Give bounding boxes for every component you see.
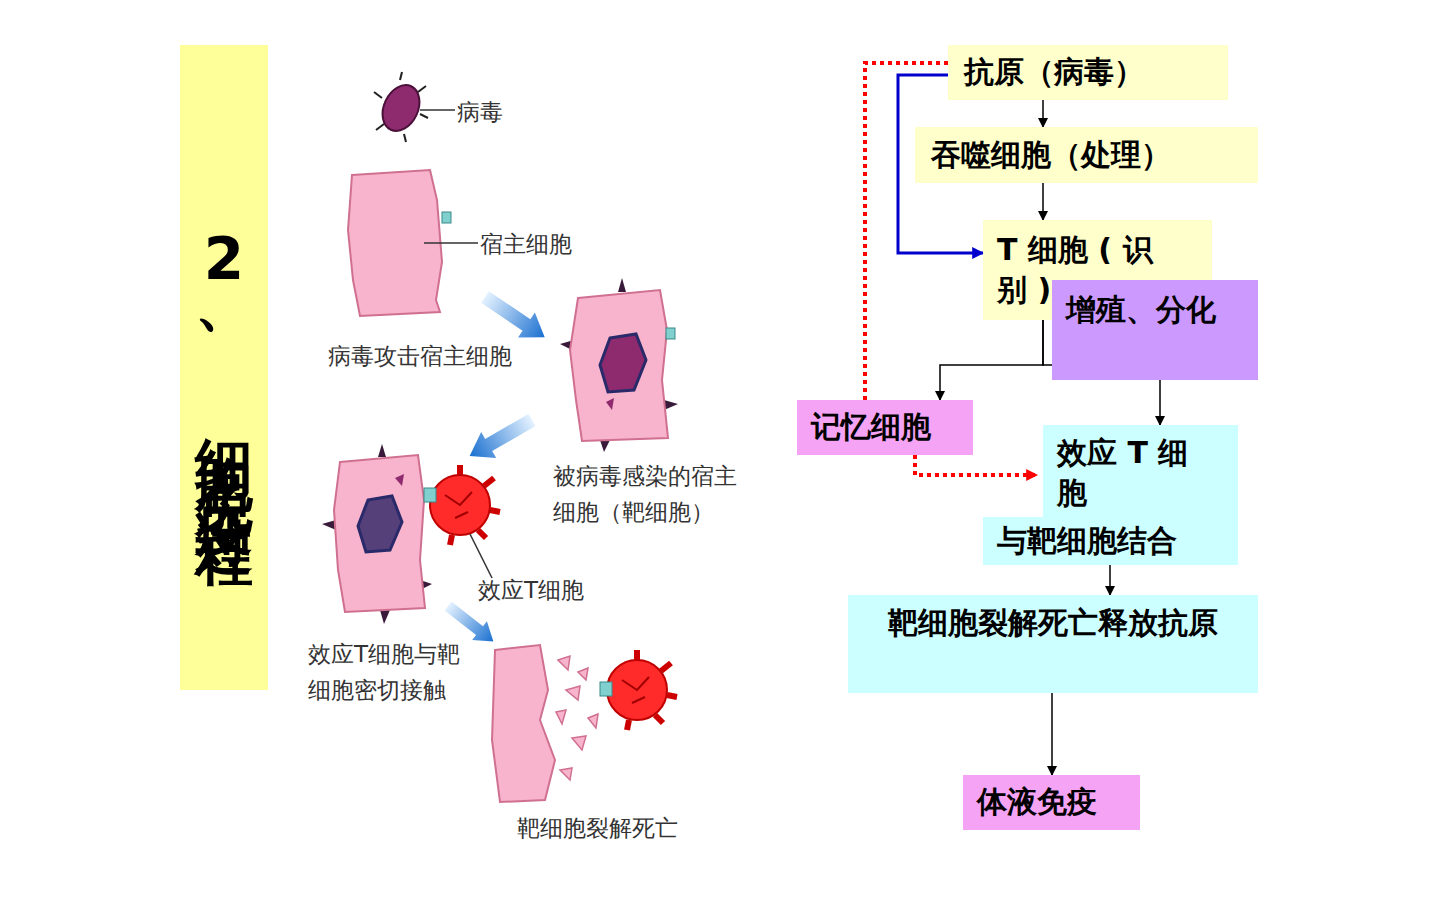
effector-t-cell <box>607 660 667 720</box>
lysis-scene <box>492 645 677 802</box>
spike <box>627 720 629 730</box>
spike <box>655 715 663 723</box>
leader-line <box>420 109 455 111</box>
process-arrow <box>477 285 553 350</box>
target-cell <box>334 455 425 612</box>
spike <box>380 610 390 624</box>
cell-spikes <box>322 444 432 624</box>
spike <box>634 650 640 660</box>
fragment <box>572 736 586 750</box>
fragment <box>588 714 598 728</box>
virus <box>374 72 428 142</box>
illustration-label: 病毒攻击宿主细胞 <box>328 338 528 374</box>
connector <box>940 320 1043 400</box>
spike <box>450 535 452 545</box>
target-cell <box>570 290 668 441</box>
node-text: 记忆细胞 <box>811 407 959 447</box>
connector <box>1042 100 1044 127</box>
t-cell-detail <box>445 492 472 518</box>
node-text: 增殖、分化 <box>1066 290 1216 330</box>
fragment <box>566 686 580 700</box>
node-text: 吞噬细胞（处理） <box>931 135 1242 175</box>
fragment <box>606 398 614 410</box>
illustration-label: 效应T细胞 <box>478 572 608 608</box>
node-text: 效应 T 细胞 <box>1057 433 1207 513</box>
cell-spikes <box>560 278 678 452</box>
process-arrow <box>462 407 539 469</box>
fragment <box>395 474 404 486</box>
spike <box>457 465 463 475</box>
spike <box>404 134 406 142</box>
virus-spikes <box>374 72 428 142</box>
virus-inside <box>358 496 402 552</box>
title-text: 2、细胞免疫过程 <box>180 225 268 511</box>
spike <box>667 695 677 697</box>
illustration-label: 靶细胞裂解死亡 <box>517 810 697 846</box>
receptor <box>666 328 675 339</box>
node-text: 靶细胞裂解死亡释放抗原 <box>873 603 1233 643</box>
spike <box>420 114 428 118</box>
illustration-label: 被病毒感染的宿主细胞（靶细胞） <box>553 458 745 530</box>
spike <box>374 92 382 98</box>
result-box: 靶细胞裂解死亡释放抗原 <box>848 595 1258 693</box>
receptor <box>424 488 436 502</box>
spike <box>418 86 426 92</box>
process-box: 吞噬细胞（处理） <box>915 127 1258 183</box>
cell-fragments <box>556 656 598 780</box>
leader-line <box>470 534 492 578</box>
spike <box>600 440 610 452</box>
node-text: 抗原（病毒） <box>964 52 1212 92</box>
illustration-label: 病毒 <box>457 94 537 130</box>
spike <box>490 510 500 512</box>
connector <box>865 63 948 400</box>
antigen-box: 抗原（病毒） <box>948 45 1228 100</box>
connector <box>1051 693 1053 775</box>
fragment <box>558 656 570 670</box>
connector <box>1042 183 1044 220</box>
title-band: 2、细胞免疫过程 <box>180 45 268 690</box>
connector <box>1109 565 1111 595</box>
fragment <box>578 668 588 680</box>
connector <box>915 455 1037 475</box>
spike <box>378 444 386 457</box>
virus-body <box>375 79 426 137</box>
cell-box: 效应 T 细胞与靶细胞结合 <box>1043 425 1238 565</box>
lysed-cell <box>492 645 555 802</box>
cell-box: 记忆细胞 <box>797 400 973 455</box>
spike <box>478 530 486 538</box>
spike <box>400 72 402 80</box>
effector-t-cell <box>430 475 490 535</box>
fragment <box>556 710 566 724</box>
contact-scene <box>322 444 500 624</box>
spike <box>376 124 384 130</box>
process-box: 增殖、分化 <box>1052 280 1258 380</box>
leader-line <box>424 242 478 244</box>
spike <box>664 400 678 410</box>
receptor <box>600 682 612 696</box>
illustration-label: 效应T细胞与靶细胞密切接触 <box>308 636 480 708</box>
spike <box>618 278 626 292</box>
infected-cell <box>560 278 678 452</box>
illustration-label: 宿主细胞 <box>480 226 600 262</box>
node-text: 体液免疫 <box>977 782 1126 822</box>
result-box: 体液免疫 <box>963 775 1140 830</box>
receptor <box>442 212 451 223</box>
spike <box>484 478 494 486</box>
virus-inside <box>600 334 646 392</box>
spike <box>661 663 671 671</box>
t-cell-detail <box>622 677 649 703</box>
fragment <box>560 768 572 780</box>
node-text: 与靶细胞结合 <box>983 517 1238 565</box>
